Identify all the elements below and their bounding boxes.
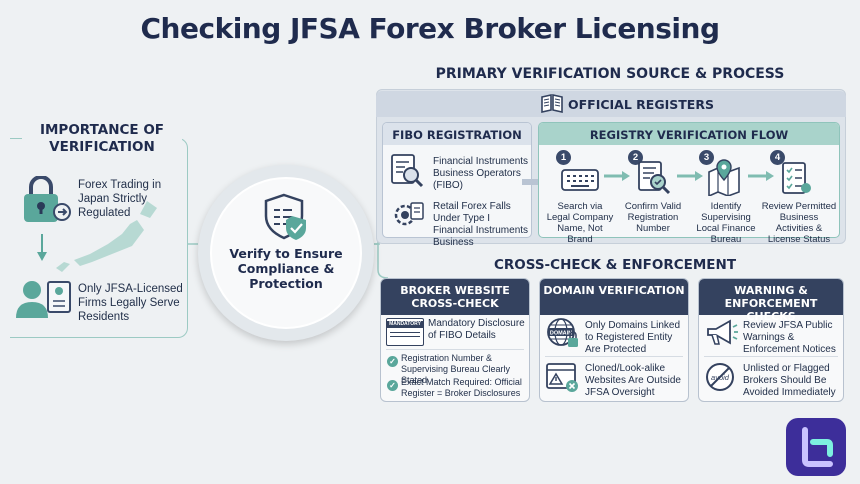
flow-arrow-icon xyxy=(748,171,774,181)
fibo-item-text: Retail Forex Falls Under Type I Financia… xyxy=(433,201,529,248)
gear-document-icon xyxy=(391,199,425,236)
flow-arrow-icon xyxy=(604,171,630,181)
domain-verification-card-title: DOMAIN VERIFICATION xyxy=(540,279,688,315)
shield-check-icon xyxy=(258,192,314,247)
center-circle-inner xyxy=(210,177,362,329)
check-icon: ✓ xyxy=(387,356,398,367)
step-number: 2 xyxy=(628,150,643,165)
step-number: 3 xyxy=(699,150,714,165)
importance-item-text: Forex Trading in Japan Strictly Regulate… xyxy=(78,179,162,219)
checklist-icon xyxy=(780,160,812,201)
broker-website-main-text: Mandatory Disclosure of FIBO Details xyxy=(428,318,525,341)
warning-item-text: Unlisted or Flagged Brokers Should Be Av… xyxy=(743,363,836,398)
importance-item-text: Only JFSA-Licensed Firms Legally Serve R… xyxy=(78,283,183,323)
flow-step-text: Search via Legal Company Name, Not Brand xyxy=(546,201,614,245)
document-search-icon xyxy=(389,153,425,194)
japan-map-icon xyxy=(56,201,157,272)
mandatory-badge-icon: MANDATORY xyxy=(386,318,424,346)
step-number: 1 xyxy=(556,150,571,165)
fibo-item-text: Financial Instruments Business Operators… xyxy=(433,156,529,191)
flow-step-text: Confirm Valid Registration Number xyxy=(624,201,682,234)
official-registers-header xyxy=(376,91,846,117)
svg-text:avoid: avoid xyxy=(711,373,730,382)
flow-step-text: Identify Supervising Local Finance Burea… xyxy=(696,201,756,245)
center-statement: Verify to Ensure Compliance & Protection xyxy=(229,246,343,291)
broker-check-text: Exact Match Required: Official Register … xyxy=(401,377,522,398)
person-license-icon xyxy=(14,274,74,324)
cross-check-heading: CROSS-CHECK & ENFORCEMENT xyxy=(493,257,737,273)
warning-item-text: Review JFSA Public Warnings & Enforcemen… xyxy=(743,320,836,355)
brand-logo xyxy=(786,418,846,476)
step-number: 4 xyxy=(770,150,785,165)
broker-website-card: BROKER WEBSITE CROSS-CHECK xyxy=(380,278,530,402)
document-magnify-icon xyxy=(636,160,672,201)
flow-step-text: Review Permitted Business Activities & L… xyxy=(761,201,837,245)
divider xyxy=(386,349,524,350)
avoid-icon: avoid xyxy=(705,362,737,399)
broker-check-text: Registration Number & Supervising Bureau… xyxy=(401,353,511,385)
official-registers-title: OFFICIAL REGISTERS xyxy=(568,97,714,112)
importance-heading: IMPORTANCE OF VERIFICATION xyxy=(22,122,182,156)
page-title: Checking JFSA Forex Broker Licensing xyxy=(140,12,720,45)
broker-website-card-title: BROKER WEBSITE CROSS-CHECK xyxy=(381,279,529,315)
registry-flow-header xyxy=(539,123,839,145)
arrow-down-icon xyxy=(37,234,47,261)
svg-text:DOMAIN: DOMAIN xyxy=(550,331,572,337)
domain-item-text: Cloned/Look-alike Websites Are Outside J… xyxy=(585,363,681,398)
map-pin-icon xyxy=(706,158,742,201)
book-icon xyxy=(540,93,564,118)
lock-japan-icon xyxy=(20,176,72,224)
divider xyxy=(545,356,683,357)
flow-arrow-icon xyxy=(677,171,703,181)
globe-lock-icon: DOMAIN xyxy=(545,316,581,355)
warning-window-icon xyxy=(545,362,581,399)
fibo-registration-header xyxy=(383,123,531,145)
fibo-registration-title: FIBO REGISTRATION xyxy=(392,128,522,142)
keyboard-icon xyxy=(560,164,600,199)
domain-item-text: Only Domains Linked to Registered Entity… xyxy=(585,320,681,355)
primary-heading: PRIMARY VERIFICATION SOURCE & PROCESS xyxy=(435,66,785,82)
divider xyxy=(704,356,838,357)
megaphone-icon xyxy=(704,318,740,353)
warning-enforcement-card-title: WARNING & ENFORCEMENT CHECKS xyxy=(699,279,843,323)
check-icon: ✓ xyxy=(387,380,398,391)
registry-flow-title: REGISTRY VERIFICATION FLOW xyxy=(589,128,789,142)
